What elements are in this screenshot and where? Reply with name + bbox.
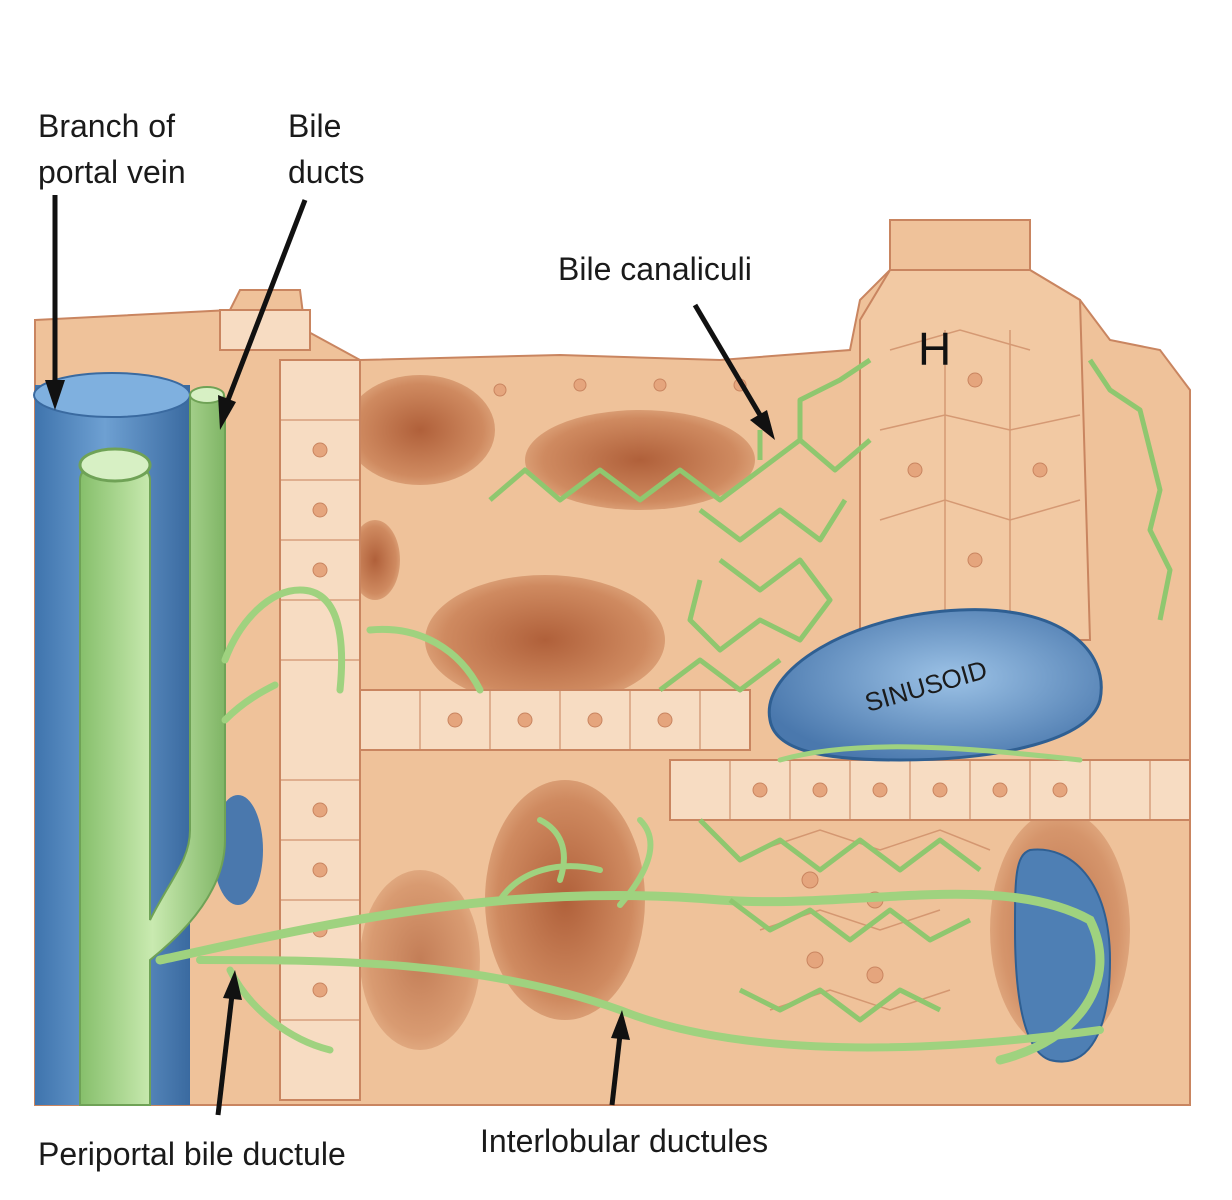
label-bile-ducts-line2: ducts <box>288 154 364 190</box>
plate-ridge <box>670 760 1190 820</box>
plate-ridge <box>360 690 750 750</box>
cavity <box>525 410 755 510</box>
hepatocyte-tower <box>860 270 1090 640</box>
label-periportal-bile-ductule: Periportal bile ductule <box>38 1136 346 1172</box>
label-bile-canaliculi: Bile canaliculi <box>558 251 752 287</box>
label-hepatocyte: H <box>918 323 951 375</box>
cavity <box>360 870 480 1050</box>
label-portal-vein-line2: portal vein <box>38 154 186 190</box>
cavity <box>425 575 665 705</box>
label-interlobular-ductules: Interlobular ductules <box>480 1123 768 1159</box>
plate-ridge <box>220 310 310 350</box>
label-bile-ducts-line1: Bile <box>288 108 341 144</box>
cavity <box>345 375 495 485</box>
bile-duct-opening <box>80 449 150 481</box>
label-portal-vein-line1: Branch of <box>38 108 175 144</box>
